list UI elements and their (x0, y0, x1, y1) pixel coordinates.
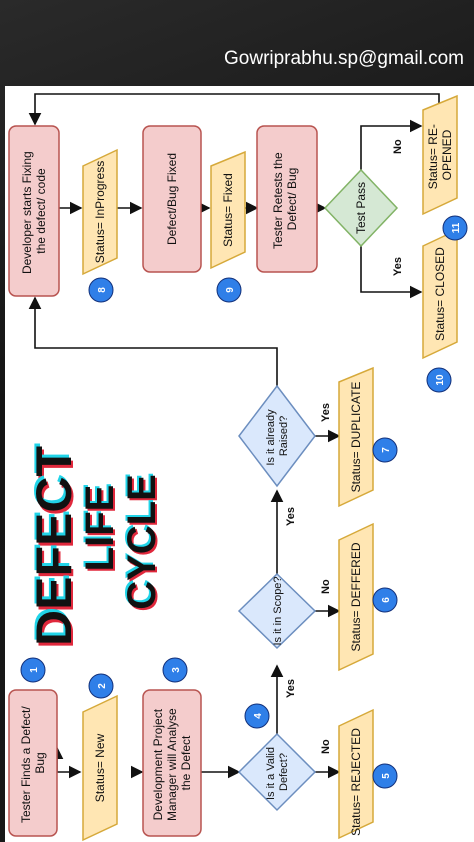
shape-status-reopened (422, 94, 458, 216)
title-line2: LIFE (78, 485, 122, 572)
text-status-reopened: Status= RE- OPENED (426, 121, 454, 189)
diagram-panel: Yes No Yes No Yes Yes No (5, 86, 474, 842)
node-labels: Tester Finds a Defect/ Bug Status= New D… (19, 121, 454, 836)
decision-diamonds (237, 168, 399, 812)
text-status-inprogress: Status= InProgress (93, 161, 107, 263)
badge-4: 4 (244, 703, 270, 729)
svg-text:8: 8 (97, 287, 108, 293)
text-defect-fixed: Defect/Bug Fixed (165, 153, 179, 245)
diamond-in-scope (237, 572, 317, 650)
title-line1-shadow-cyan: DEFECT (24, 443, 80, 643)
label-yes-pass: Yes (392, 257, 404, 276)
svg-text:1: 1 (29, 667, 40, 673)
flowchart: Yes No Yes No Yes Yes No (8, 93, 468, 842)
connectors (28, 93, 440, 779)
badge-5: 5 (372, 763, 398, 789)
title-line2-shadow-red: LIFE (80, 487, 124, 574)
svg-text:2: 2 (97, 683, 108, 689)
badge-7: 7 (372, 437, 398, 463)
text-status-duplicate: Status= DUPLICATE (349, 382, 363, 493)
arrow-raised-to-dev-fixing (28, 296, 278, 386)
label-no-scope: No (320, 579, 332, 594)
svg-text:11: 11 (451, 222, 462, 233)
box-tester-retests (256, 125, 318, 273)
diamond-valid-defect (237, 732, 317, 812)
text-status-closed: Status= CLOSED (433, 247, 447, 341)
title-line3: CYCLE (120, 474, 164, 610)
shape-status-inprogress (82, 148, 118, 276)
diamond-already-raised (238, 384, 316, 488)
shape-status-rejected (338, 708, 374, 840)
text-dev-pm: Development Project Manager will Analyse… (151, 705, 193, 821)
text-dev-fixing: Developer starts Fixing the defect/ code (20, 148, 48, 274)
box-tester-finds (8, 689, 58, 837)
text-in-scope: Is it in Scope? (272, 576, 284, 645)
label-yes-valid: Yes (285, 679, 297, 698)
text-valid-defect: Is it a Valid Defect? (265, 744, 290, 800)
svg-text:7: 7 (381, 447, 392, 453)
label-yes-raised: Yes (320, 403, 332, 422)
edge-labels: Yes No Yes No Yes Yes No (285, 139, 404, 754)
shape-status-deffered (338, 522, 374, 672)
badge-2: 2 (88, 673, 114, 699)
text-status-rejected: Status= REJECTED (349, 728, 363, 836)
svg-text:5: 5 (381, 773, 392, 779)
label-yes-scope: Yes (285, 507, 297, 526)
badge-3: 3 (162, 657, 188, 683)
badge-6: 6 (372, 587, 398, 613)
title-line3-shadow-red: CYCLE (122, 476, 166, 612)
shape-status-duplicate (338, 366, 374, 508)
text-test-pass: Test Pass (354, 182, 368, 234)
shape-status-new (82, 694, 118, 842)
arrow-pass-to-closed (360, 246, 423, 299)
svg-text:4: 4 (253, 713, 264, 719)
text-status-fixed: Status= Fixed (221, 173, 235, 247)
text-tester-finds: Tester Finds a Defect/ Bug (19, 703, 47, 823)
badge-9: 9 (216, 277, 242, 303)
svg-text:6: 6 (381, 597, 392, 603)
diamond-test-pass (323, 168, 399, 248)
box-defect-fixed (142, 125, 202, 273)
label-no-valid: No (320, 739, 332, 754)
title-line1: DEFECT (26, 446, 82, 646)
box-dev-pm (142, 689, 202, 837)
svg-text:10: 10 (435, 374, 446, 386)
status-shapes (82, 94, 458, 842)
title-line3-shadow-cyan: CYCLE (118, 472, 162, 608)
badge-11: 11 (442, 215, 468, 241)
badge-8: 8 (88, 277, 114, 303)
author-email: Gowriprabhu.sp@gmail.com (224, 48, 464, 69)
svg-text:3: 3 (171, 667, 182, 673)
text-status-deffered: Status= DEFFERED (349, 542, 363, 651)
shape-status-fixed (210, 150, 246, 270)
box-dev-fixing (8, 125, 60, 297)
text-already-raised: Is it already Raised? (265, 406, 290, 465)
svg-text:9: 9 (225, 287, 236, 293)
arrow-reopened-to-dev (28, 93, 440, 126)
title-block: DEFECT DEFECT DEFECT LIFE LIFE LIFE CYCL… (24, 443, 166, 649)
text-tester-retests: Tester Retests the Defect/ Bug (271, 149, 299, 249)
badge-1: 1 (20, 657, 46, 683)
step-badges: 1 2 3 4 5 (20, 215, 468, 789)
process-boxes (8, 125, 318, 837)
text-status-new: Status= New (93, 733, 107, 802)
arrow-pass-to-reopened (360, 119, 423, 170)
label-no-pass: No (392, 139, 404, 154)
title-line1-shadow-red: DEFECT (28, 449, 84, 649)
title-line2-shadow-cyan: LIFE (76, 483, 120, 570)
badge-10: 10 (426, 367, 452, 393)
